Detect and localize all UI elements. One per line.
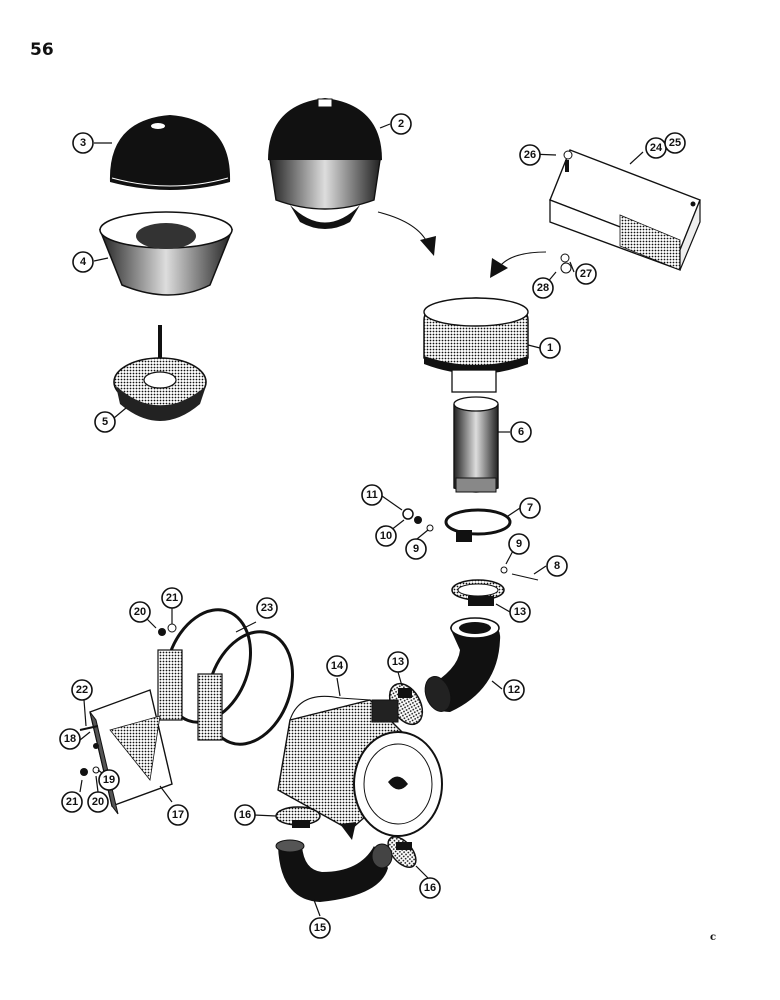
callout-label: 18 [64,733,76,745]
callout-label: 4 [80,256,87,268]
direction-arrows [377,211,547,278]
callout-label: 19 [103,774,115,786]
part-intake-tube [453,396,499,493]
part-band-clamp [402,508,539,581]
callout-2: 2 [390,113,412,135]
part-rain-cap-box [549,149,701,274]
callout-20-upper: 20 [129,601,151,623]
callout-3: 3 [72,132,94,154]
page-number: 56 [30,40,54,60]
callout-label: 24 [650,142,663,154]
callout-label: 9 [516,538,522,550]
callout-label: 7 [527,502,533,514]
callout-label: 11 [366,489,378,501]
callout-22: 22 [71,679,93,701]
callout-label: 16 [239,809,251,821]
callout-label: 21 [166,592,178,604]
callout-label: 26 [524,149,536,161]
callout-label: 16 [424,882,436,894]
callout-label: 20 [92,796,104,808]
callout-28: 28 [532,277,554,299]
callout-label: 27 [580,268,592,280]
callout-6: 6 [510,421,532,443]
callout-label: 1 [547,342,553,354]
callout-label: 5 [102,416,108,428]
callout-label: 2 [398,118,404,130]
callout-label: 13 [514,606,526,618]
callout-25: 25 [664,132,686,154]
callout-8: 8 [546,555,568,577]
callout-16-left: 16 [234,804,256,826]
callout-label: 15 [314,922,326,934]
part-cone-shield [98,211,234,296]
callout-9-lower: 9 [405,538,427,560]
callout-label: 6 [518,426,524,438]
corner-mark: c [710,932,717,943]
callout-18: 18 [59,728,81,750]
callout-17: 17 [167,804,189,826]
callout-14: 14 [326,655,348,677]
callout-label: 3 [80,137,86,149]
callout-12: 12 [503,679,525,701]
callout-label: 9 [413,543,419,555]
callout-label: 20 [134,606,146,618]
part-hose-clamp-16-left [275,806,321,828]
part-air-cleaner-body [277,695,443,840]
callout-1: 1 [539,337,561,359]
callout-20-lower: 20 [87,791,109,813]
callout-label: 14 [331,660,344,672]
callout-13-upper: 13 [509,601,531,623]
callout-21-upper: 21 [161,587,183,609]
callout-label: 10 [380,530,392,542]
callout-19: 19 [98,769,120,791]
callout-24: 24 [645,137,667,159]
callout-21-lower: 21 [61,791,83,813]
part-hose-clamp-16-right [387,836,417,868]
callout-9-upper: 9 [508,533,530,555]
part-elbow-hose [424,617,501,712]
callout-11: 11 [361,484,383,506]
callout-label: 22 [76,684,88,696]
callout-23: 23 [256,597,278,619]
callout-label: 13 [392,656,404,668]
callout-label: 21 [66,796,78,808]
callout-7: 7 [519,497,541,519]
callout-26: 26 [519,144,541,166]
part-lower-hose [275,839,393,902]
callout-label: 28 [537,282,549,294]
part-filter-cap [423,297,529,393]
part-cap-left [109,115,231,190]
callout-4: 4 [72,251,94,273]
callout-label: 8 [554,560,560,572]
callout-15: 15 [309,917,331,939]
callout-label: 23 [261,602,273,614]
callout-label: 12 [508,684,520,696]
callout-10: 10 [375,525,397,547]
part-mounting-bands [157,608,295,746]
callout-13-lower: 13 [387,651,409,673]
part-hose-clamp-upper [451,579,505,606]
callout-5: 5 [94,411,116,433]
callout-label: 17 [172,809,184,821]
part-precleaner-spinner [113,325,207,421]
part-precleaner-assembly [268,98,382,229]
callout-label: 25 [669,137,681,149]
callout-27: 27 [575,263,597,285]
callout-16-right: 16 [419,877,441,899]
